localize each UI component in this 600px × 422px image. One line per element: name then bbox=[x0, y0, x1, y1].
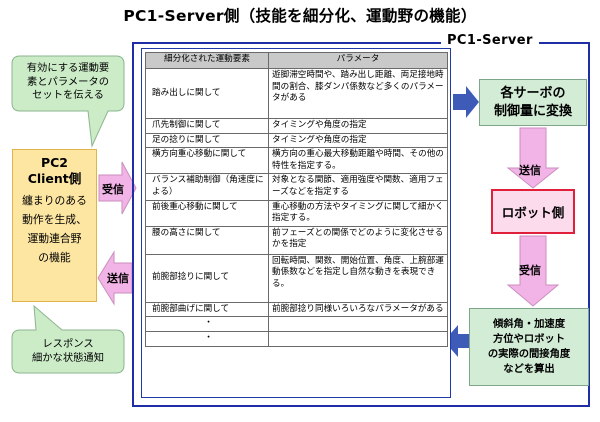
pc2-title-line: PC2 bbox=[40, 155, 69, 170]
table-cell-element: ・ bbox=[145, 330, 269, 347]
sensor-calc-box: 傾斜角・加速度 方位やロボット の実際の間接角度 などを算出 bbox=[469, 308, 589, 386]
table-row: ・ bbox=[145, 316, 448, 332]
table-cell-parameter: タイミングや角度の指定 bbox=[268, 132, 448, 149]
receive-label-left: 受信 bbox=[102, 183, 124, 196]
calc-box-line: 傾斜角・加速度 bbox=[492, 318, 566, 330]
table-cell-element: 前腕部曲げに関して bbox=[145, 301, 269, 318]
calc-box-line: などを算出 bbox=[503, 363, 555, 375]
pc2-desc-line: の機能 bbox=[38, 251, 71, 264]
send-arrow-down bbox=[506, 127, 560, 189]
table-header-element: 細分化された運動要素 bbox=[145, 52, 269, 69]
callout-bottom-text: レスポンス 細かな状態通知 bbox=[12, 338, 124, 365]
table-cell-parameter: 前腕部捻り同様いろいろなパラメータがある bbox=[268, 301, 448, 318]
table-cell-parameter: 対象となる関節、適用強度や関数、適用フェーズなどを指定する bbox=[268, 173, 448, 201]
server-frame bbox=[132, 42, 590, 407]
table-cell-parameter: タイミングや角度の指定 bbox=[268, 118, 448, 134]
callout-top-shape bbox=[11, 55, 125, 148]
pc2-desc-line: 纏まりのある bbox=[22, 194, 87, 207]
table-cell-parameter bbox=[268, 316, 448, 332]
table-cell-element: 爪先制御に関して bbox=[145, 118, 269, 134]
table-cell-element: 足の捻りに関して bbox=[145, 132, 269, 149]
table-cell-parameter: 横方向の重心最大移動距離や時間、その他の特性を指定する。 bbox=[268, 147, 448, 175]
pc2-desc-line: 動作を生成、 bbox=[22, 213, 87, 226]
parameter-table-container: 細分化された運動要素 パラメータ 踏み出しに関して 遊脚滞空時間や、踏み出し距離… bbox=[141, 48, 451, 398]
table-cell-element: 横方向重心移動に関して bbox=[145, 147, 269, 175]
callout-bottom-line: 細かな状態通知 bbox=[31, 351, 105, 364]
table-cell-element: 前腕部捻りに関して bbox=[145, 253, 269, 303]
table-row: ・ bbox=[145, 330, 448, 347]
arrow-calc-to-table bbox=[444, 325, 470, 357]
table-cell-parameter: 前フェーズとの関係でどのように変化させるかを指定 bbox=[268, 225, 448, 255]
table-row: バランス補助制御（角速度による） 対象となる関節、適用強度や関数、適用フェーズな… bbox=[145, 173, 448, 201]
table-cell-element: ・ bbox=[145, 316, 269, 332]
parameter-table: 細分化された運動要素 パラメータ 踏み出しに関して 遊脚滞空時間や、踏み出し距離… bbox=[145, 52, 448, 347]
table-row: 前後重心移動に関して 重心移動の方法やタイミングに関して細かく指定する。 bbox=[145, 199, 448, 227]
receive-label-right: 受信 bbox=[519, 264, 541, 277]
table-cell-parameter bbox=[268, 330, 448, 347]
table-row: 爪先制御に関して タイミングや角度の指定 bbox=[145, 118, 448, 134]
table-row: 踏み出しに関して 遊脚滞空時間や、踏み出し距離、両足接地時間の割合、膝ダンパ係数… bbox=[145, 68, 448, 119]
table-row: 前腕部曲げに関して 前腕部捻り同様いろいろなパラメータがある bbox=[145, 301, 448, 318]
servo-box-line: 制御量に変換 bbox=[493, 103, 572, 119]
table-cell-element: バランス補助制御（角速度による） bbox=[145, 173, 269, 201]
send-label-right: 送信 bbox=[519, 164, 541, 177]
table-row: 足の捻りに関して タイミングや角度の指定 bbox=[145, 132, 448, 149]
table-header-row: 細分化された運動要素 パラメータ bbox=[145, 52, 448, 69]
callout-bottom-line: レスポンス bbox=[42, 338, 94, 350]
calc-box-line: の実際の間接角度 bbox=[487, 348, 571, 360]
servo-box-line: 各サーボの bbox=[500, 85, 566, 101]
pc2-desc-line: 運動連合野 bbox=[27, 232, 82, 245]
table-row: 横方向重心移動に関して 横方向の重心最大移動距離や時間、その他の特性を指定する。 bbox=[145, 147, 448, 175]
pc2-title-line: Client側 bbox=[27, 171, 82, 186]
receive-arrow-down bbox=[506, 235, 560, 307]
table-cell-element: 腰の高さに関して bbox=[145, 225, 269, 255]
pc2-title: PC2 Client側 bbox=[13, 155, 96, 187]
send-label-left: 送信 bbox=[107, 272, 129, 285]
callout-top-text: 有効にする運動要 素とパラメータの セットを伝える bbox=[12, 62, 124, 103]
table-cell-element: 踏み出しに関して bbox=[145, 68, 269, 119]
robot-box: ロボット側 bbox=[491, 189, 575, 234]
table-cell-parameter: 重心移動の方法やタイミングに関して細かく指定する。 bbox=[268, 199, 448, 227]
table-cell-element: 前後重心移動に関して bbox=[145, 199, 269, 227]
send-arrow-left bbox=[97, 250, 133, 306]
receive-arrow-left bbox=[98, 161, 137, 215]
table-cell-parameter: 回転時間、関数、開始位置、角度、上腕部運動係数などを指定し自然な動きを表現できる… bbox=[268, 253, 448, 303]
table-header-parameter: パラメータ bbox=[268, 52, 448, 69]
calc-box-line: 方位やロボット bbox=[492, 333, 566, 345]
callout-bottom-shape bbox=[11, 304, 125, 374]
pc2-client-box: PC2 Client側 纏まりのある 動作を生成、 運動連合野 の機能 bbox=[12, 149, 97, 302]
server-label: PC1-Server bbox=[441, 33, 539, 48]
arrow-table-to-servo bbox=[453, 86, 479, 118]
servo-control-box: 各サーボの 制御量に変換 bbox=[479, 79, 587, 126]
callout-top-line: セットを伝える bbox=[32, 89, 104, 101]
table-row: 前腕部捻りに関して 回転時間、関数、開始位置、角度、上腕部運動係数などを指定し自… bbox=[145, 253, 448, 303]
callout-top-line: 有効にする運動要 bbox=[26, 62, 110, 74]
table-cell-parameter: 遊脚滞空時間や、踏み出し距離、両足接地時間の割合、膝ダンパ係数など多くのパラメー… bbox=[268, 68, 448, 119]
diagram-title: PC1-Server側（技能を細分化、運動野の機能） bbox=[123, 7, 477, 25]
pc2-description: 纏まりのある 動作を生成、 運動連合野 の機能 bbox=[13, 191, 96, 267]
table-row: 腰の高さに関して 前フェーズとの関係でどのように変化させるかを指定 bbox=[145, 225, 448, 255]
callout-top-line: 素とパラメータの bbox=[26, 75, 110, 88]
